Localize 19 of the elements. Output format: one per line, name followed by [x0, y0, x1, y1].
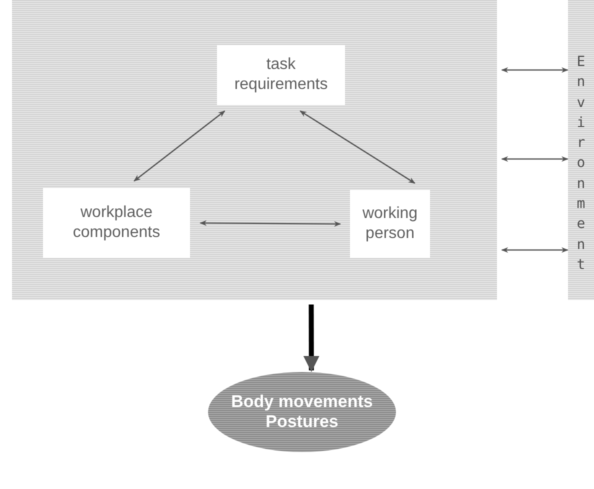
band-label: Environment — [576, 53, 586, 275]
arrow — [303, 304, 320, 372]
arrow — [134, 110, 226, 182]
ellipse-label: Body movements — [231, 392, 373, 412]
arrow — [300, 110, 416, 184]
environment-band — [568, 0, 594, 300]
box-label: working person — [362, 204, 418, 244]
arrow — [501, 156, 568, 162]
factor-box — [350, 190, 430, 258]
arrow — [200, 220, 342, 227]
system-panel — [12, 0, 497, 300]
box-label: task requirements — [233, 55, 329, 95]
result-ellipse — [208, 372, 396, 452]
arrow — [501, 247, 568, 253]
ellipse-label: Postures — [266, 412, 338, 432]
factor-box — [43, 188, 190, 258]
arrow — [501, 67, 568, 73]
factor-box — [217, 45, 345, 105]
box-label: workplace components — [72, 203, 162, 243]
